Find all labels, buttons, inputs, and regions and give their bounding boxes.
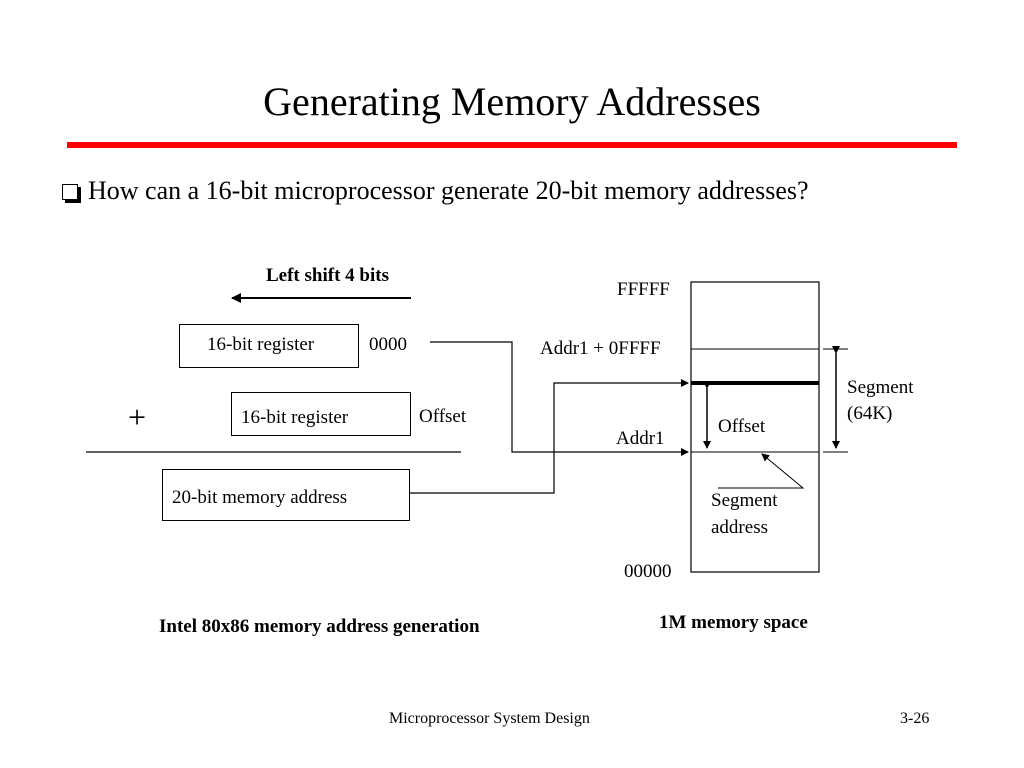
memory-bottom-address: 00000 [624,561,672,582]
footer-page-number: 3-26 [900,710,930,727]
memory-top-address: FFFFF [617,279,670,300]
segment-upper-address: Addr1 + 0FFFF [540,338,661,359]
offset-register-label: 16-bit register [241,407,349,428]
shift-zeros-label: 0000 [369,334,407,355]
offset-label: Offset [419,406,467,427]
segment-address-label-line1: Segment [711,490,778,511]
offset-register-box: 16-bit register [231,392,411,436]
segment-base-address: Addr1 [616,428,665,449]
bullet-text: How can a 16-bit microprocessor generate… [88,176,809,205]
address-result-connector [410,379,689,494]
shifted-register-label: 16-bit register [207,334,315,355]
result-address-label: 20-bit memory address [172,487,348,508]
memory-offset-label: Offset [718,416,766,437]
segment-size-label: (64K) [847,403,893,424]
memory-space-block [690,281,820,573]
title-underline [67,142,957,148]
segment-address-label-line2: address [711,517,768,538]
left-caption: Intel 80x86 memory address generation [159,616,480,637]
segment-address-pointer [718,453,805,489]
hollow-square-bullet-icon [62,184,78,200]
slide-title: Generating Memory Addresses [263,79,761,124]
bullet-item: How can a 16-bit microprocessor generate… [62,174,809,208]
segment-label: Segment [847,377,914,398]
shifted-register-box: 16-bit register [179,324,359,368]
memory-caption: 1M memory space [659,612,808,633]
left-shift-label: Left shift 4 bits [266,265,389,286]
segment-base-connector [430,341,689,456]
result-address-box: 20-bit memory address [162,469,410,521]
footer-course: Microprocessor System Design [389,710,590,727]
plus-sign: + [128,399,147,435]
